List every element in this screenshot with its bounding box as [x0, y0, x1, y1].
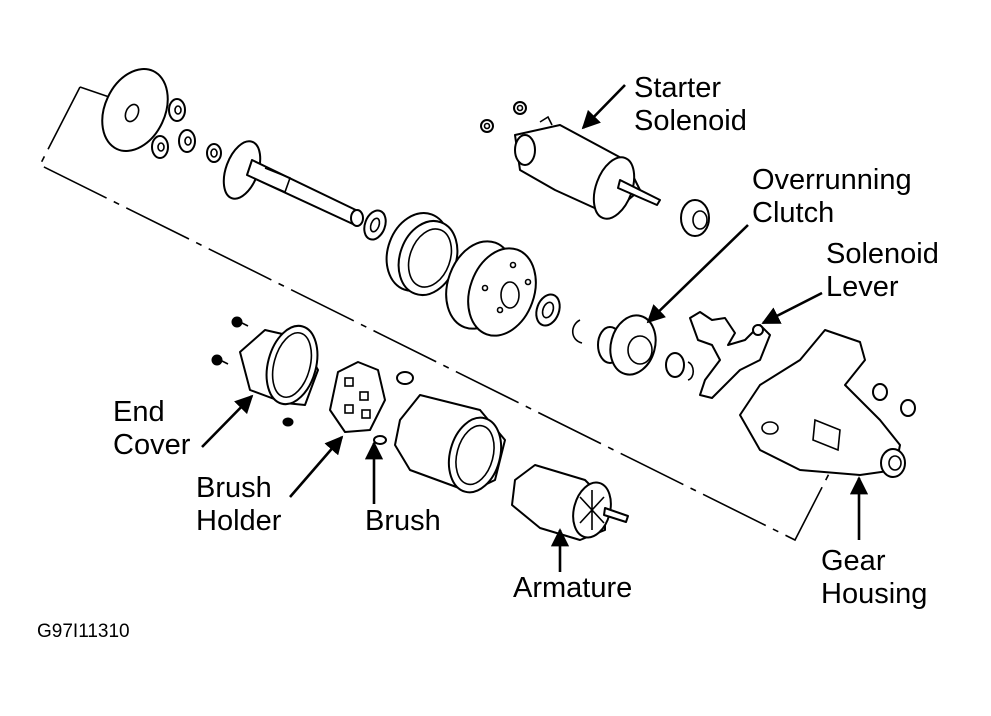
solenoid-lever-part: [689, 311, 771, 399]
label-line: Housing: [821, 578, 928, 610]
shaft-washer: [363, 209, 387, 241]
label-line: End: [113, 396, 165, 428]
label-overrunning-clutch: Overrunning Clutch: [752, 164, 912, 230]
thrust-plate: [101, 68, 169, 152]
label-line: Cover: [113, 429, 191, 461]
field-yoke-part: [373, 371, 506, 494]
label-line: Brush: [196, 472, 272, 504]
label-brush: Brush: [365, 505, 441, 538]
figure-id: G97I11310: [37, 621, 130, 642]
arrow-overrunning-clutch: [646, 224, 749, 324]
label-line: Holder: [196, 505, 282, 537]
end-cover-part: [211, 316, 319, 427]
label-line: Solenoid: [634, 105, 747, 137]
label-end-cover: End Cover: [113, 396, 190, 462]
brush-holder-part: [329, 361, 386, 433]
label-line: Solenoid: [826, 238, 939, 270]
label-solenoid-lever: Solenoid Lever: [826, 238, 939, 304]
label-line: Overrunning: [752, 164, 912, 196]
armature-part: [511, 464, 629, 541]
label-starter-solenoid: Starter Solenoid: [634, 72, 747, 138]
label-line: Lever: [826, 271, 899, 303]
label-line: Starter: [634, 72, 722, 104]
clutch-washer: [535, 293, 561, 327]
leader-arrows: [201, 84, 869, 572]
label-line: Armature: [513, 572, 633, 604]
arrow-solenoid-lever: [761, 291, 823, 325]
label-armature: Armature: [513, 572, 632, 605]
arrow-starter-solenoid: [581, 84, 626, 130]
label-line: Brush: [365, 505, 441, 537]
starter-solenoid-part: [480, 101, 661, 220]
overrunning-clutch-part: [597, 314, 695, 381]
arrow-end-cover: [201, 394, 254, 448]
label-brush-holder: Brush Holder: [196, 472, 281, 538]
label-gear-housing: Gear Housing: [821, 545, 927, 611]
plunger-boot: [680, 199, 710, 237]
gear-housing-part: [739, 329, 916, 478]
gear-housing-cover: [445, 240, 537, 337]
internal-gear-ring: [385, 212, 459, 296]
label-line: Gear: [821, 545, 886, 577]
pinion-shaft: [222, 140, 364, 227]
label-line: Clutch: [752, 197, 835, 229]
gear-nuts: [151, 98, 222, 163]
arrow-brush-holder: [289, 435, 344, 498]
snap-ring: [571, 319, 583, 344]
